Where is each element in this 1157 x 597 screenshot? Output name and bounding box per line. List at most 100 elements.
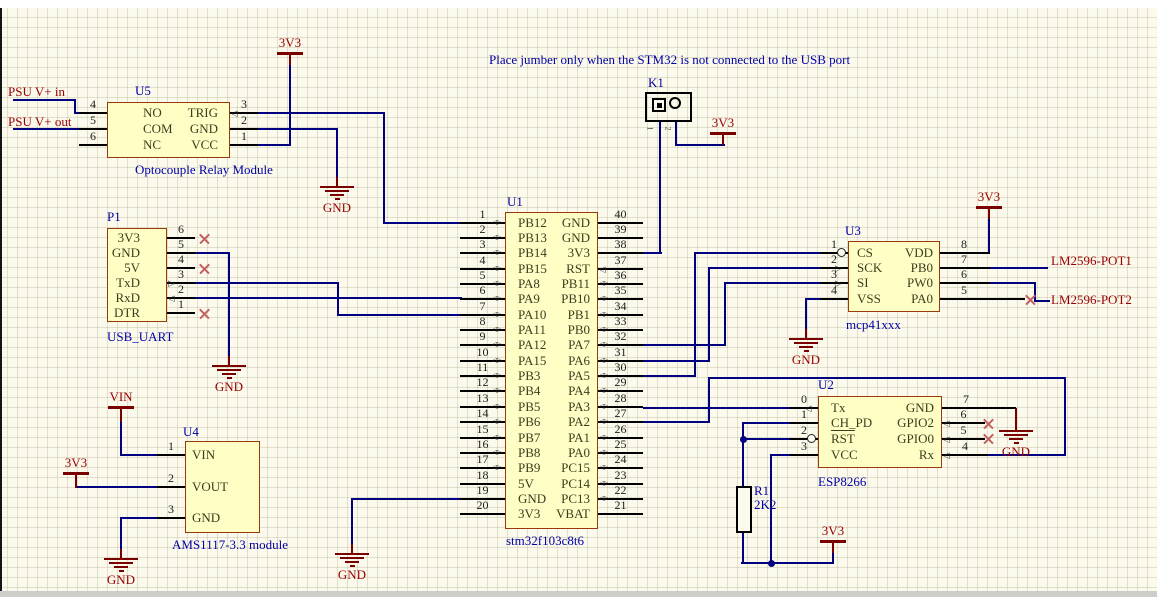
u1-pin-stub-25[interactable]: [598, 452, 643, 454]
power-bar-stem: [289, 55, 291, 65]
u1-pin-stub-20[interactable]: [460, 513, 505, 515]
pin-name-VDD: VDD: [904, 245, 933, 260]
u5-pin-stub-6[interactable]: [79, 144, 107, 146]
sheet-bottom-edge: [0, 591, 1157, 597]
u1-pin-stub-36[interactable]: [598, 283, 643, 285]
u3-pin-stub-5[interactable]: [940, 298, 1025, 300]
u1-pin-stub-4[interactable]: [460, 268, 505, 270]
gnd-symbol-bar: [803, 350, 809, 352]
component-u1[interactable]: [505, 212, 598, 529]
pin-number: 1: [178, 297, 184, 311]
u1-pin-stub-17[interactable]: [460, 467, 505, 469]
u1-pin-stub-35[interactable]: [598, 298, 643, 300]
u1-pin-stub-27[interactable]: [598, 421, 643, 423]
jumper-k1[interactable]: [645, 92, 692, 122]
u3-pin-stub-8[interactable]: [940, 252, 990, 254]
u2-pin-stub-4[interactable]: [942, 454, 988, 456]
u1-pin-stub-31[interactable]: [598, 360, 643, 362]
u3-pin-stub-7[interactable]: [940, 267, 990, 269]
u1-pin-stub-8[interactable]: [460, 329, 505, 331]
u2-pin-stub-7[interactable]: [942, 407, 1016, 409]
u1-pin-stub-13[interactable]: [460, 406, 505, 408]
wire: [195, 282, 338, 284]
u1-pin-stub-29[interactable]: [598, 390, 643, 392]
u4-pin-stub-3[interactable]: [157, 517, 185, 519]
u1-pin-stub-12[interactable]: [460, 390, 505, 392]
p1-pin-stub-1[interactable]: [167, 312, 195, 314]
wire: [120, 454, 159, 456]
u1-pin-stub-11[interactable]: [460, 375, 505, 377]
pin-direction-icon: ◁▷: [492, 403, 502, 410]
component-u2[interactable]: [818, 396, 942, 468]
p1-pin-stub-5[interactable]: [167, 252, 195, 254]
u1-pin-stub-40[interactable]: [598, 222, 643, 224]
u1-pin-stub-34[interactable]: [598, 314, 643, 316]
u2-pin-stub-1[interactable]: [790, 422, 818, 424]
p1-pin-stub-2[interactable]: [167, 297, 195, 299]
u3-pin-stub-3[interactable]: [820, 282, 848, 284]
p1-pin-stub-3[interactable]: [167, 282, 195, 284]
u1-pin-stub-3[interactable]: [460, 252, 505, 254]
component-u3[interactable]: [848, 241, 940, 312]
pin-direction-icon: ◁▷: [492, 234, 502, 241]
pin-direction-icon: ◁▷: [599, 495, 609, 502]
u1-pin-stub-24[interactable]: [598, 467, 643, 469]
u3-pin-stub-4[interactable]: [820, 298, 848, 300]
resistor-r1[interactable]: [736, 486, 752, 533]
u1-pin-stub-15[interactable]: [460, 437, 505, 439]
u5-pin-stub-3[interactable]: [230, 112, 258, 114]
jumper-pad-2[interactable]: [669, 97, 681, 109]
wire: [337, 314, 462, 316]
u1-pin-stub-16[interactable]: [460, 452, 505, 454]
u5-pin-stub-4[interactable]: [79, 112, 107, 114]
component-p1[interactable]: [107, 228, 167, 322]
u1-pin-stub-1[interactable]: [460, 222, 505, 224]
u1-pin-stub-38[interactable]: [598, 252, 643, 254]
u3-pin-stub-2[interactable]: [820, 267, 848, 269]
pin-name-RxD: RxD: [115, 290, 140, 305]
u3-pin-stub-1[interactable]: [820, 252, 848, 254]
u1-pin-stub-5[interactable]: [460, 283, 505, 285]
sheet-left-edge: [0, 8, 2, 591]
u5-pin-stub-5[interactable]: [79, 128, 107, 130]
u2-pin-stub-2[interactable]: [790, 438, 818, 440]
u1-pin-stub-21[interactable]: [598, 513, 643, 515]
p1-pin-stub-4[interactable]: [167, 267, 195, 269]
u1-pin-stub-23[interactable]: [598, 483, 643, 485]
u1-pin-stub-10[interactable]: [460, 360, 505, 362]
wire: [120, 420, 122, 456]
u1-pin-stub-7[interactable]: [460, 314, 505, 316]
u1-pin-stub-18[interactable]: [460, 483, 505, 485]
u1-pin-stub-19[interactable]: [460, 498, 505, 500]
p1-pin-stub-6[interactable]: [167, 237, 195, 239]
wire: [258, 128, 338, 130]
jumper-pad-1[interactable]: [652, 98, 666, 112]
u1-pin-stub-30[interactable]: [598, 375, 643, 377]
u3-pin-stub-6[interactable]: [940, 282, 990, 284]
component-u4[interactable]: [185, 441, 260, 533]
u1-pin-stub-28[interactable]: [598, 406, 643, 408]
u1-pin-stub-14[interactable]: [460, 421, 505, 423]
pin-number: 4: [178, 252, 184, 266]
u2-pin-stub-6[interactable]: [942, 422, 985, 424]
u1-pin-stub-37[interactable]: [598, 268, 643, 270]
u1-pin-stub-26[interactable]: [598, 437, 643, 439]
u1-pin-stub-39[interactable]: [598, 237, 643, 239]
u2-pin-stub-3[interactable]: [790, 454, 818, 456]
component-u5[interactable]: [107, 102, 230, 158]
u1-pin-stub-6[interactable]: [460, 298, 505, 300]
net-label-lm2596-pot2: LM2596-POT2: [1051, 292, 1132, 307]
u5-pin-stub-1[interactable]: [230, 144, 258, 146]
u4-pin-stub-1[interactable]: [157, 454, 185, 456]
pin-name-TRIG: TRIG: [187, 105, 218, 120]
u1-pin-stub-32[interactable]: [598, 344, 643, 346]
u1-pin-stub-2[interactable]: [460, 237, 505, 239]
u2-pin-stub-0[interactable]: [790, 407, 818, 409]
u1-pin-stub-9[interactable]: [460, 344, 505, 346]
u2-pin-stub-5[interactable]: [942, 438, 985, 440]
u5-pin-stub-2[interactable]: [230, 128, 258, 130]
u1-pin-stub-22[interactable]: [598, 498, 643, 500]
u4-pin-stub-2[interactable]: [157, 486, 185, 488]
u1-pin-stub-33[interactable]: [598, 329, 643, 331]
